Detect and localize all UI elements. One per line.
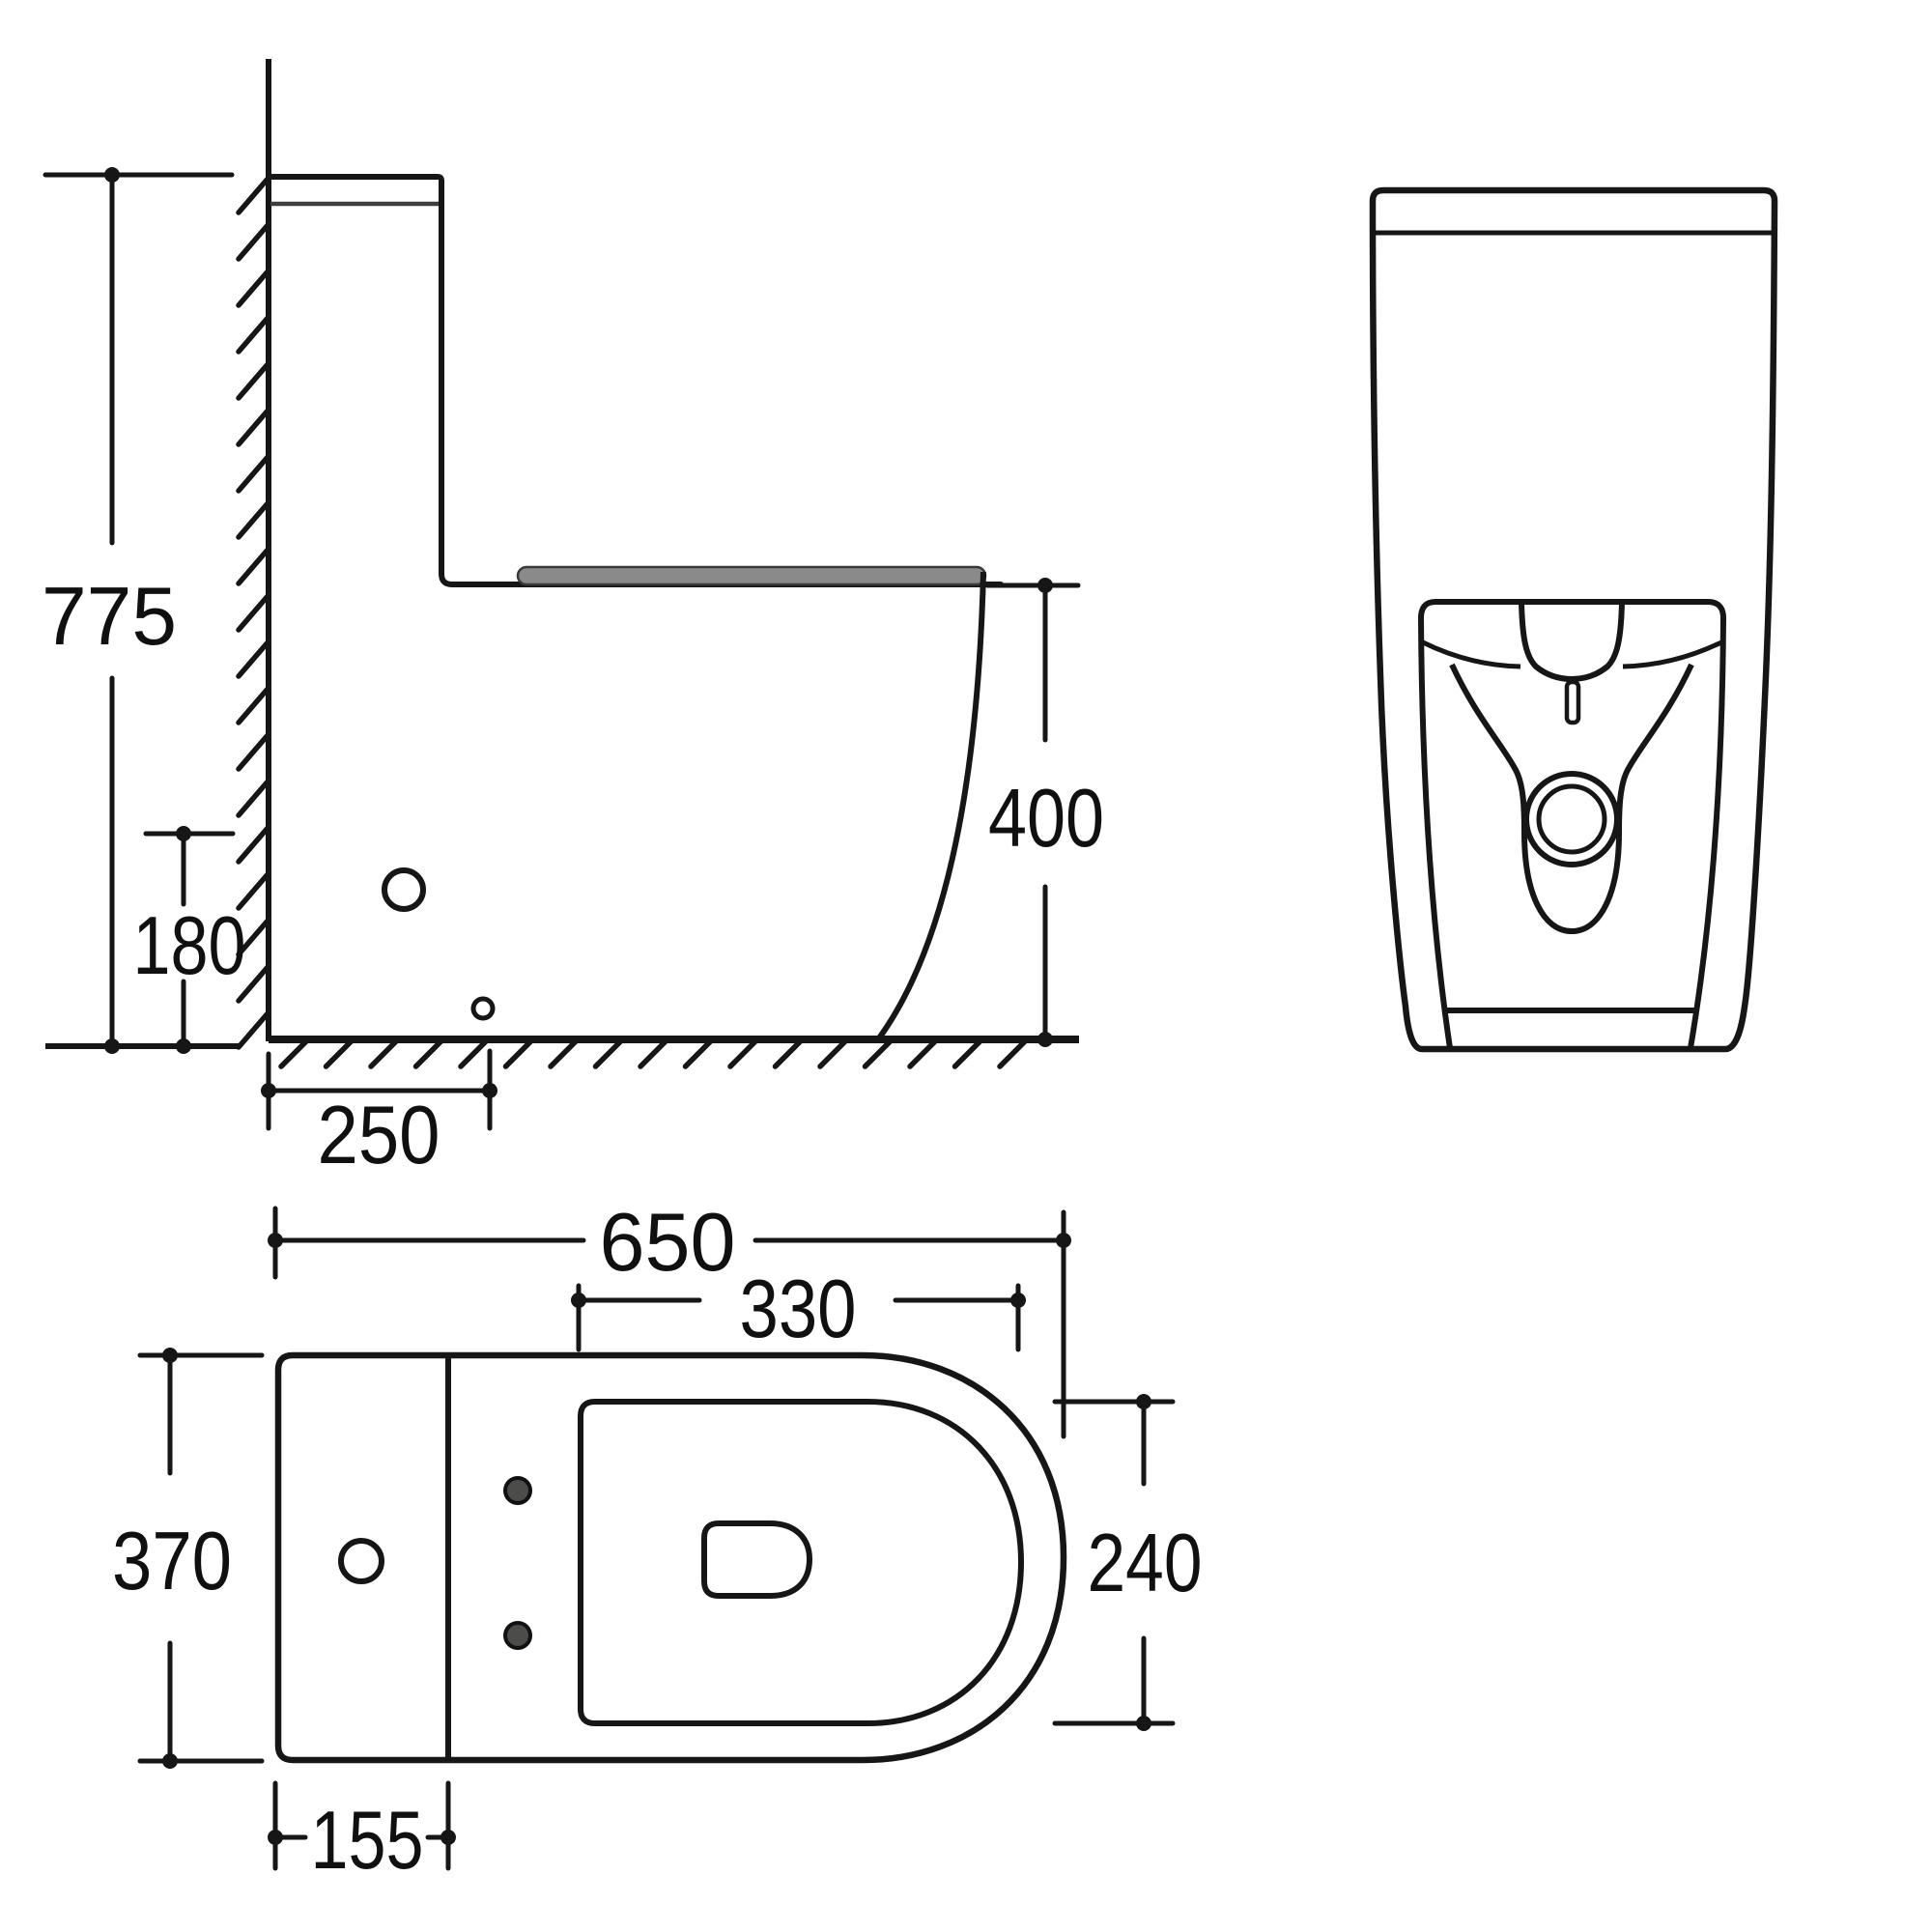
svg-text:330: 330	[740, 1264, 857, 1355]
svg-text:180: 180	[133, 900, 246, 992]
svg-text:155: 155	[311, 1795, 424, 1887]
svg-text:240: 240	[1088, 1518, 1203, 1609]
svg-text:650: 650	[600, 1197, 736, 1289]
svg-text:775: 775	[42, 571, 177, 663]
svg-text:370: 370	[112, 1516, 232, 1607]
svg-text:400: 400	[988, 773, 1104, 865]
svg-text:250: 250	[318, 1090, 440, 1181]
